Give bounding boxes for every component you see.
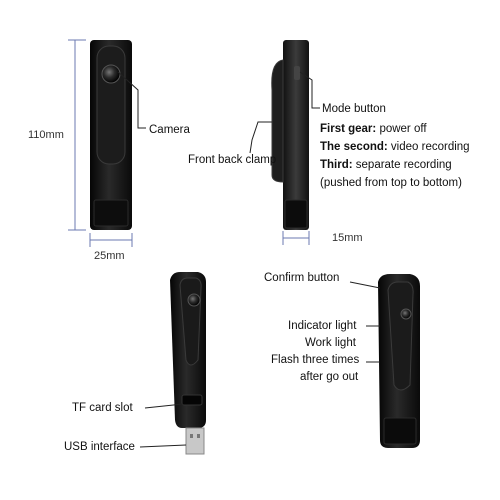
side-clamp [271,59,284,183]
device-side-view [271,40,309,230]
camera-lens-icon-2 [187,293,201,307]
work-light-label: Work light [305,337,356,349]
camera-lens-icon [101,64,121,84]
flash-line1-label: Flash three times [271,354,360,366]
first-gear-title: First gear: [320,123,377,135]
clamp-leader-line [249,121,272,154]
second-text: video recording [387,141,470,153]
width-dimension-line [89,233,133,247]
first-gear-label: First gear: power off [320,122,427,136]
front-back-clamp-label: Front back clamp [188,154,277,166]
depth-dimension-label: 15mm [332,232,363,244]
tf-card-slot-label: TF card slot [72,402,133,414]
width-dimension-label: 25mm [94,250,125,262]
usb-leader-line [139,444,187,448]
height-dimension-label: 110mm [28,129,64,141]
third-note-label: (pushed from top to bottom) [320,177,462,189]
third-text: separate recording [352,159,452,171]
device-angled-side [378,274,420,448]
camera-lens-icon-3 [400,308,412,320]
second-title: The second: [320,141,388,153]
device-angled-usb [170,272,206,455]
third-label: Third: separate recording [320,158,452,172]
confirm-button-label: Confirm button [264,272,340,284]
confirm-leader-line [349,281,381,289]
first-gear-text: power off [376,123,427,135]
third-title: Third: [320,159,353,171]
indicator-light-label: Indicator light [288,320,357,332]
depth-dimension-line [282,231,310,245]
flash-line2-label: after go out [300,371,359,383]
tf-card-slot-icon [181,394,203,406]
camera-leader-line [117,71,146,129]
usb-plug-icon [185,427,205,455]
second-label: The second: video recording [320,140,470,154]
front-clip [96,45,126,165]
usb-interface-label: USB interface [64,441,135,453]
height-dimension-line [68,39,86,231]
camera-label: Camera [149,124,190,136]
mode-button-leader-line [299,71,320,109]
mode-button-icon [294,66,300,80]
tf-card-leader-line [144,403,184,409]
device-front-view [90,40,132,230]
mode-button-label: Mode button [322,103,386,115]
